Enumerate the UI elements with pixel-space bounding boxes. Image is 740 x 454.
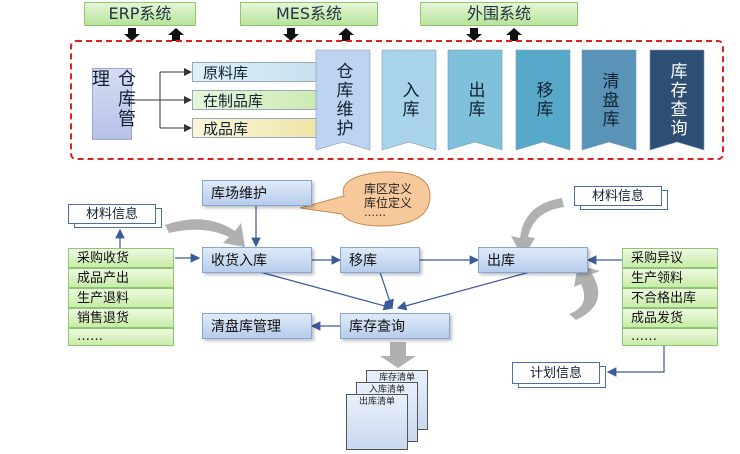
- module-chevron-shape: [447, 49, 503, 151]
- inventory-query-box: 库存查询: [340, 313, 450, 339]
- system-exchange-arrows: [124, 28, 522, 41]
- issue-box: 出库: [478, 247, 588, 273]
- module-chevron-shape: [381, 49, 437, 151]
- right-list-item: 采购异议: [622, 248, 718, 268]
- receiving-box: 收货入库: [202, 247, 312, 273]
- module-inventory-query: 库存查询: [666, 62, 687, 138]
- raw-material-store: 原料库: [192, 62, 318, 82]
- left-material-info-doc: 材料信息: [68, 204, 156, 224]
- right-list-item: ……: [622, 328, 718, 346]
- wip-store: 在制品库: [192, 90, 318, 110]
- module-outbound: 出库: [464, 81, 485, 119]
- module-chevron-shape: [649, 49, 705, 151]
- report-outbound-list: 出库清单: [346, 394, 408, 450]
- zone-def-text: 库区定义: [364, 182, 413, 196]
- finished-goods-store: 成品库: [192, 118, 318, 138]
- bubble-ellipsis: ……: [364, 206, 386, 219]
- module-chevron-shape: [515, 49, 571, 151]
- left-list-item: ……: [68, 328, 174, 346]
- left-list-item: 生产退料: [68, 288, 174, 308]
- module-chevron-shape: [581, 49, 637, 151]
- right-material-info-doc: 材料信息: [574, 186, 662, 206]
- loc-def-text: 库位定义: [364, 196, 413, 210]
- erp-system-box: ERP系统: [84, 2, 196, 26]
- left-list-item: 销售退货: [68, 308, 174, 328]
- warehouse-management-box: 仓库管理: [89, 68, 136, 140]
- site-maintenance-box: 库场维护: [202, 180, 312, 206]
- right-list-item: 不合格出库: [622, 288, 718, 308]
- module-stocktake: 清盘库: [598, 71, 619, 129]
- peripheral-system-box: 外围系统: [420, 2, 578, 26]
- module-maintenance: 仓库维护: [332, 62, 353, 138]
- left-list-item: 成品产出: [68, 268, 174, 288]
- right-list-item: 生产领料: [622, 268, 718, 288]
- right-list-item: 成品发货: [622, 308, 718, 328]
- warehouse-system-frame: [70, 40, 724, 160]
- stocktake-mgmt-box: 清盘库管理: [202, 313, 312, 339]
- left-list-item: 采购收货: [68, 248, 174, 268]
- move-box: 移库: [340, 247, 420, 273]
- mes-system-box: MES系统: [240, 2, 378, 26]
- module-chevron-shape: [315, 49, 371, 151]
- module-inbound: 入库: [398, 81, 419, 119]
- plan-info-doc: 计划信息: [512, 362, 600, 384]
- module-move: 移库: [532, 81, 553, 119]
